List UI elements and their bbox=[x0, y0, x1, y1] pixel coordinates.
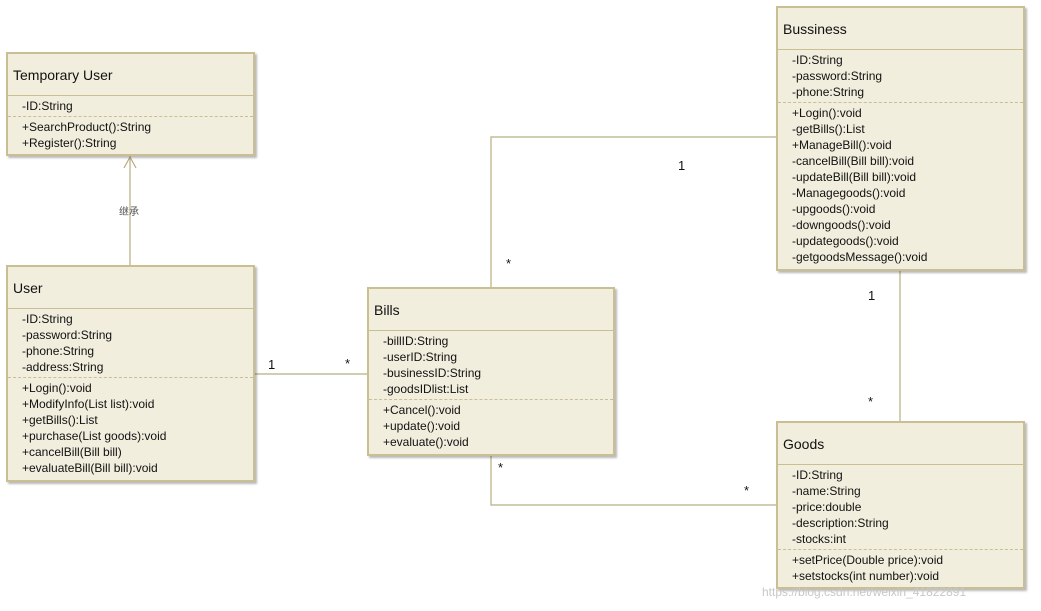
member-line: -description:String bbox=[792, 516, 889, 530]
member-line: -Managegoods():void bbox=[792, 186, 906, 200]
member-line: -password:String bbox=[792, 69, 883, 83]
methods: +Login():void +ModifyInfo(List list):void… bbox=[8, 377, 253, 478]
inheritance-arrowhead bbox=[123, 155, 137, 169]
class-user[interactable]: User -ID:String -password:String -phone:St… bbox=[6, 265, 255, 482]
multiplicity-user-bills-from: 1 bbox=[268, 357, 276, 372]
class-name: Bussiness bbox=[778, 8, 1023, 50]
multiplicity-bills-goods-from: * bbox=[498, 460, 504, 475]
member-line: -ID:String bbox=[22, 99, 73, 113]
member-line: +Login():void bbox=[22, 381, 92, 395]
member-line: -price:double bbox=[792, 500, 862, 514]
multiplicity-user-bills-to: * bbox=[345, 356, 351, 371]
class-name: Temporary User bbox=[8, 54, 253, 96]
methods: +SearchProduct():String +Register():Strin… bbox=[8, 116, 253, 153]
member-line: +ModifyInfo(List list):void bbox=[22, 397, 155, 411]
attributes: -billID:String -userID:String -businessID:… bbox=[369, 331, 613, 399]
member-line: -stocks:int bbox=[792, 532, 847, 546]
methods: +Login():void -getBills():List +ManageBill… bbox=[778, 102, 1023, 267]
member-line: +Register():String bbox=[22, 136, 117, 150]
member-line: -cancelBill(Bill bill):void bbox=[792, 154, 915, 168]
member-line: -password:String bbox=[22, 328, 113, 342]
multiplicity-business-bills-to: * bbox=[506, 256, 512, 271]
multiplicity-business-bills-from: 1 bbox=[678, 158, 686, 173]
member-line: +Login():void bbox=[792, 106, 862, 120]
attributes: -ID:String -name:String -price:double -desc… bbox=[778, 465, 1023, 549]
inheritance-label: 继承 bbox=[119, 207, 139, 218]
member-line: +SearchProduct():String bbox=[22, 120, 152, 134]
member-line: -userID:String bbox=[383, 350, 458, 364]
bills-business-line bbox=[490, 136, 777, 287]
class-temporary-user[interactable]: Temporary User -ID:String +SearchProduct… bbox=[6, 52, 255, 156]
member-line: -phone:String bbox=[792, 85, 865, 99]
member-line: +update():void bbox=[383, 419, 461, 433]
member-line: -updategoods():void bbox=[792, 234, 899, 248]
class-name: Goods bbox=[778, 423, 1023, 465]
member-line: -getBills():List bbox=[792, 122, 865, 136]
member-line: +setstocks(int number):void bbox=[792, 569, 940, 583]
member-line: -updateBill(Bill bill):void bbox=[792, 170, 917, 184]
member-line: +ManageBill():void bbox=[792, 138, 892, 152]
member-line: -billID:String bbox=[383, 334, 449, 348]
multiplicity-bills-goods-to: * bbox=[744, 483, 750, 498]
member-line: -ID:String bbox=[792, 468, 843, 482]
member-line: -goodsIDlist:List bbox=[383, 382, 469, 396]
methods: +Cancel():void +update():void +evaluate():… bbox=[369, 399, 613, 452]
member-line: +evaluateBill(Bill bill):void bbox=[22, 461, 158, 475]
attributes: -ID:String -password:String -phone:String -… bbox=[8, 309, 253, 377]
class-name: User bbox=[8, 267, 253, 309]
member-line: +setPrice(Double price):void bbox=[792, 553, 944, 567]
attributes: -ID:String -password:String -phone:String bbox=[778, 50, 1023, 102]
member-line: +Cancel():void bbox=[383, 403, 461, 417]
multiplicity-business-goods-to: * bbox=[868, 394, 874, 409]
class-goods[interactable]: Goods -ID:String -name:String -price:doubl… bbox=[776, 421, 1025, 589]
member-line: -phone:String bbox=[22, 344, 95, 358]
member-line: -downgoods():void bbox=[792, 218, 891, 232]
multiplicity-business-goods-from: 1 bbox=[868, 288, 876, 303]
member-line: +getBills():List bbox=[22, 413, 98, 427]
member-line: +purchase(List goods):void bbox=[22, 429, 167, 443]
attributes: -ID:String bbox=[8, 96, 253, 116]
member-line: -upgoods():void bbox=[792, 202, 876, 216]
class-business[interactable]: Bussiness -ID:String -password:String -pho… bbox=[776, 6, 1025, 271]
member-line: +cancelBill(Bill bill) bbox=[22, 445, 122, 459]
bills-goods-line bbox=[490, 455, 777, 506]
member-line: -businessID:String bbox=[383, 366, 482, 380]
class-name: Bills bbox=[369, 289, 613, 331]
member-line: -name:String bbox=[792, 484, 861, 498]
member-line: -address:String bbox=[22, 360, 104, 374]
member-line: +evaluate():void bbox=[383, 435, 469, 449]
member-line: -ID:String bbox=[792, 53, 843, 67]
methods: +setPrice(Double price):void +setstocks(i… bbox=[778, 549, 1023, 586]
member-line: -ID:String bbox=[22, 312, 73, 326]
member-line: -getgoodsMessage():void bbox=[792, 250, 928, 264]
watermark: https://blog.csdn.net/weixin_41822891 bbox=[762, 585, 967, 599]
class-bills[interactable]: Bills -billID:String -userID:String -busin… bbox=[367, 287, 615, 456]
